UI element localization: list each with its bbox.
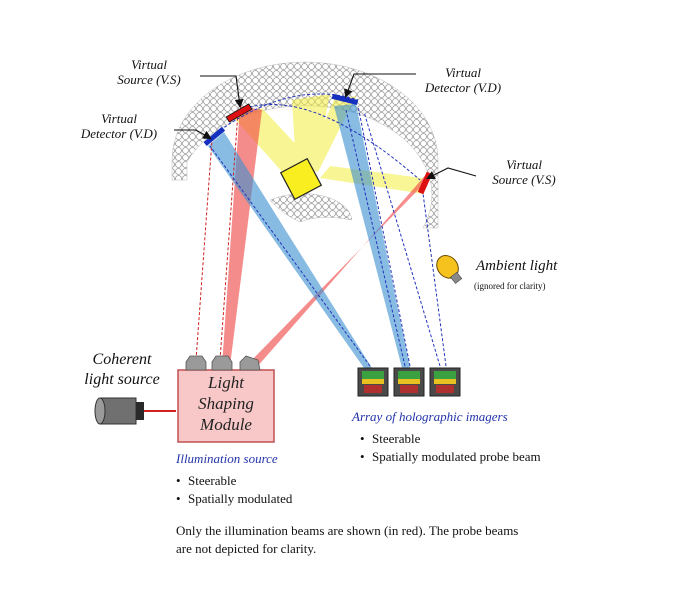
imager-bullet-text: Steerable [372,431,421,446]
target-object [279,157,323,201]
lsm-line1: Light [208,373,244,392]
virtual-source-right-label: Virtual Source (V.S) [476,157,572,188]
dashed-rays [195,93,447,367]
holographic-imager-array [357,367,461,397]
virtual-detector-right-line1: Virtual [445,65,481,80]
holographic-imager-icon [393,367,425,397]
virtual-source-top-line1: Virtual [131,57,167,72]
virtual-detector-left-label: Virtual Detector (V.D) [66,111,172,142]
emitter-icon [211,355,233,371]
coherent-light-source-label: Coherent light source [70,350,174,390]
imager-bullet-list: •Steerable •Spatially modulated probe be… [360,430,541,466]
probe-beams [208,104,410,368]
illumination-beams [222,106,430,368]
caption-line1: Only the illumination beams are shown (i… [176,523,519,538]
caption-line2: are not depicted for clarity. [176,541,317,556]
virtual-source-right-line1: Virtual [506,157,542,172]
virtual-source-right-line2: Source (V.S) [492,171,556,187]
illumination-source-label: Illumination source [176,451,278,466]
holographic-imager-icon [429,367,461,397]
virtual-source-top-marker [225,103,253,123]
virtual-detector-right-line2: Detector (V.D) [424,79,502,95]
emitter-icon [185,355,207,371]
light-bulb-icon [436,255,463,284]
laser-icon [94,397,176,425]
emitter-icon [239,355,261,371]
tissue-lower-blob [269,193,353,223]
coherent-line1: Coherent [92,351,152,368]
lsm-line2: Shaping [198,394,254,413]
light-shaping-module-label: Light Shaping Module [178,372,274,440]
ambient-light-note: (ignored for clarity) [474,281,546,291]
ambient-light-label: Ambient light [476,258,558,274]
emitter-icons [185,355,261,371]
label-pointers [174,73,477,179]
illumination-bullet-text: Spatially modulated [188,491,293,506]
virtual-source-top-line2: Source (V.S) [117,71,181,87]
virtual-detector-right-marker [331,93,359,106]
imager-bullet-text: Spatially modulated probe beam [372,449,541,464]
virtual-source-top-label: Virtual Source (V.S) [100,57,198,88]
virtual-detector-left-line2: Detector (V.D) [80,125,158,141]
coherent-line2: light source [84,371,160,388]
virtual-detector-left-marker [203,126,226,147]
virtual-detector-right-label: Virtual Detector (V.D) [410,65,516,96]
illumination-bullet-list: •Steerable •Spatially modulated [176,472,292,508]
caption: Only the illumination beams are shown (i… [176,522,518,558]
illumination-bullet-item: •Spatially modulated [176,491,293,506]
illumination-bullet-item: •Steerable [176,473,237,488]
imager-bullet-item: •Steerable [360,431,421,446]
array-of-imagers-label: Array of holographic imagers [352,409,508,424]
imager-bullet-item: •Spatially modulated probe beam [360,449,541,464]
illumination-bullet-text: Steerable [188,473,237,488]
holographic-imager-icon [357,367,389,397]
virtual-detector-left-line1: Virtual [101,111,137,126]
lsm-line3: Module [200,415,252,434]
